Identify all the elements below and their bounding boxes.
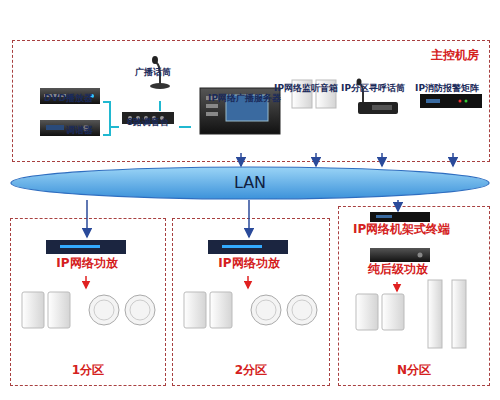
device-label: IP分区寻呼话筒 [341, 83, 405, 94]
ceiling-speaker-grille [94, 300, 114, 320]
device-label: IP网络广播服务器 [208, 93, 281, 104]
button [206, 104, 218, 108]
amplifier-device: IP网络功放 [201, 237, 297, 275]
device-label: DVD播放器 [44, 93, 93, 104]
red-arrow [396, 282, 398, 291]
zone-box: 1分区 IP网络功放 [10, 218, 166, 386]
tuner-icon [40, 120, 100, 136]
zone-label: 2分区 [173, 362, 329, 379]
server-icon [200, 88, 280, 134]
network-arrow [381, 153, 383, 166]
mic-capsule [152, 56, 158, 64]
device-label: IP网络功放 [201, 258, 297, 269]
server-body [200, 88, 280, 134]
fire-matrix-device: IP消防报警矩阵 [417, 77, 489, 153]
network-arrow [452, 153, 454, 166]
audio-cable [103, 102, 119, 127]
dvd-device: DVD播放器 [39, 87, 103, 117]
device-body [420, 94, 482, 108]
network-arrow [86, 200, 88, 237]
ceiling-speaker [125, 295, 155, 325]
paging-base [358, 102, 398, 114]
power-amplifier-device: 纯后级功放 [353, 247, 443, 281]
audio-cable [159, 101, 161, 111]
zone-label: N分区 [339, 362, 489, 379]
ceiling-speaker [89, 295, 119, 325]
server-device: IP网络广播服务器 [191, 87, 291, 153]
zone-2-equipment [184, 240, 317, 328]
wall-speaker [210, 292, 232, 328]
amplifier-body [46, 240, 126, 254]
zone-label: 1分区 [11, 362, 165, 379]
device-label: 8路调音台 [127, 117, 169, 128]
wall-speaker [382, 294, 404, 330]
ceiling-speaker-grille [256, 300, 276, 320]
wall-speaker [184, 292, 206, 328]
knob [418, 253, 423, 258]
red-arrow [247, 276, 249, 288]
ceiling-speaker-grille [130, 300, 150, 320]
ceiling-speaker-grille [292, 300, 312, 320]
zone-1-equipment [22, 240, 155, 328]
wall-speaker [356, 294, 378, 330]
button [206, 112, 218, 116]
network-label: LAN [10, 166, 490, 200]
zone-label: 主控机房 [431, 47, 479, 64]
tuner-device: 调谐器 [39, 119, 103, 151]
device-label: IP消防报警矩阵 [415, 83, 479, 94]
keypad [372, 105, 392, 110]
led [465, 100, 468, 103]
column-speaker [428, 280, 442, 348]
microphone-device: 广播话筒 [141, 61, 181, 101]
zone-box: 2分区 IP网络功放 [172, 218, 330, 386]
network-arrow [397, 200, 399, 211]
amplifier-body [208, 240, 288, 254]
ceiling-speaker [251, 295, 281, 325]
paging-mic-device: IP分区寻呼话筒 [349, 77, 415, 153]
audio-cable [103, 127, 119, 135]
lan-ellipse-shape [11, 167, 489, 199]
ceiling-speaker [287, 295, 317, 325]
amplifier-body [370, 248, 430, 262]
device-label: IP网络监听音箱 [274, 83, 338, 94]
network-arrow [248, 200, 250, 237]
mixer-device: 8路调音台 [119, 111, 179, 143]
device-label: IP网络机架式终端 [353, 224, 443, 235]
wall-speaker [48, 292, 70, 328]
device-label: IP网络功放 [39, 258, 135, 269]
column-speaker [452, 280, 466, 348]
rack-terminal-device: IP网络机架式终端 [353, 211, 443, 241]
led [459, 100, 462, 103]
lan-ellipse: LAN [10, 166, 490, 200]
terminal-body [370, 212, 430, 222]
network-arrow [315, 153, 317, 166]
device-label: 纯后级功放 [353, 264, 443, 275]
amplifier-device: IP网络功放 [39, 237, 135, 275]
display [426, 99, 440, 103]
device-body [40, 88, 100, 104]
audio-cable [179, 126, 191, 128]
control-room-zone: 主控机房广播话筒DVD播放器调谐器8路调音台IP网络广播服务器IP网络监听音箱I… [12, 40, 490, 162]
device-label: 调谐器 [66, 125, 93, 136]
display [46, 125, 64, 130]
terminal-display [376, 215, 392, 218]
dvd-player-icon [40, 88, 100, 104]
wall-speaker [22, 292, 44, 328]
device-label: 广播话筒 [135, 67, 171, 78]
amplifier-display [222, 245, 262, 248]
device-body [40, 120, 100, 136]
red-arrow [85, 276, 87, 288]
zone-box: N分区 IP网络机架式终端纯后级功放 [338, 206, 490, 386]
fire-matrix-icon [420, 94, 482, 108]
network-arrow [240, 153, 242, 166]
monitor-speaker-device: IP网络监听音箱 [284, 77, 348, 153]
amplifier-display [60, 245, 100, 248]
